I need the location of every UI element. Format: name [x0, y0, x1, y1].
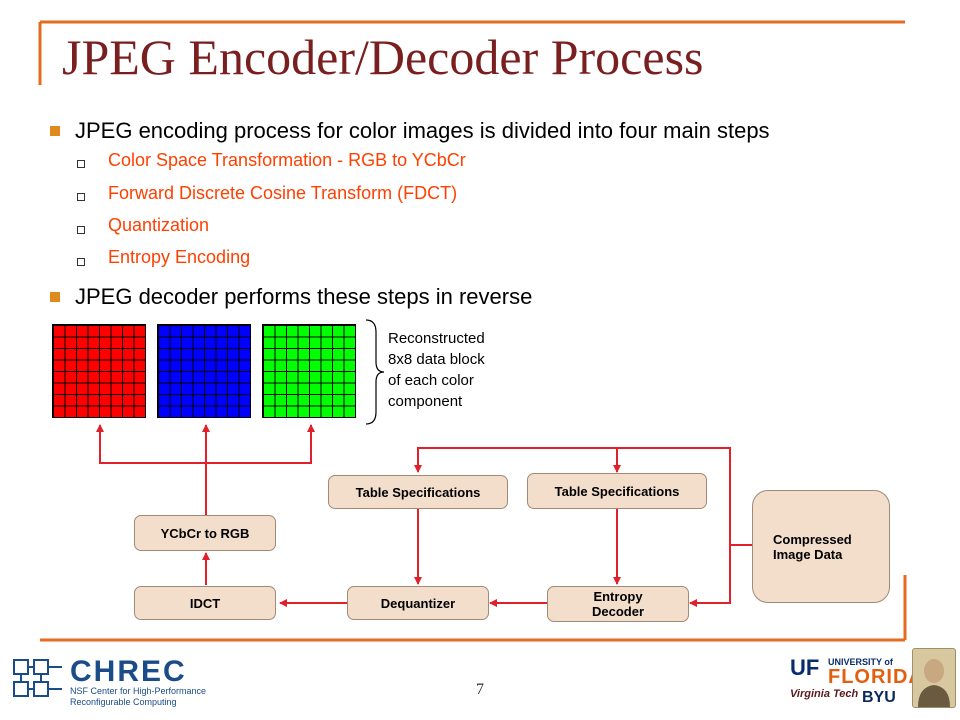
portrait-icon — [918, 659, 950, 707]
chrec-logo-icon — [13, 659, 62, 697]
compressed-image-data-box: Compressed Image Data — [752, 490, 890, 603]
ycbcr-to-rgb-box: YCbCr to RGB — [134, 515, 276, 551]
entropy-line-2: Decoder — [591, 604, 645, 619]
bullet-marker — [50, 126, 60, 136]
entropy-line-1: Entropy — [593, 589, 643, 604]
table-spec-box-1: Table Specifications — [328, 475, 508, 509]
virginia-tech-logo: Virginia Tech — [790, 688, 859, 700]
dequantizer-box: Dequantizer — [347, 586, 489, 620]
sub-bullet-4: Entropy Encoding — [108, 247, 251, 267]
sub-bullet-marker — [77, 160, 85, 168]
sub-bullet-1: Color Space Transformation - RGB to YCbC… — [108, 150, 466, 170]
reconstructed-line-1: Reconstructed — [388, 330, 485, 347]
green-component-grid — [262, 324, 356, 418]
chrec-subtitle-line-2: Reconfigurable Computing — [70, 697, 177, 707]
bullet-main-1: JPEG encoding process for color images i… — [75, 118, 770, 143]
sub-bullet-2: Forward Discrete Cosine Transform (FDCT) — [108, 183, 458, 203]
bullet-marker — [50, 292, 60, 302]
reconstructed-line-4: component — [388, 393, 463, 410]
compressed-line-1: Compressed — [773, 531, 852, 547]
bullet-main-2: JPEG decoder performs these steps in rev… — [75, 284, 533, 309]
chrec-wordmark: CHREC — [70, 655, 187, 688]
red-component-grid — [52, 324, 146, 418]
chrec-subtitle: NSF Center for High-Performance Reconfig… — [70, 686, 206, 708]
chrec-subtitle-line-1: NSF Center for High-Performance — [70, 686, 207, 696]
slide-title: JPEG Encoder/Decoder Process — [62, 29, 704, 85]
entropy-decoder-box: Entropy Decoder — [547, 586, 689, 622]
reconstructed-label: Reconstructed 8x8 data block of each col… — [388, 328, 485, 412]
sub-bullet-marker — [77, 193, 85, 201]
gwu-portrait-logo-icon — [912, 648, 956, 708]
reconstructed-line-2: 8x8 data block — [388, 351, 485, 368]
reconstructed-line-3: of each color — [388, 372, 474, 389]
compressed-line-2: Image Data — [773, 546, 843, 562]
page-number: 7 — [476, 681, 484, 698]
sub-bullet-marker — [77, 226, 85, 234]
table-spec-box-2: Table Specifications — [527, 473, 707, 509]
idct-box: IDCT — [134, 586, 276, 620]
brace — [365, 319, 385, 425]
uf-florida-wordmark: FLORIDA — [828, 666, 924, 688]
sub-bullet-marker — [77, 258, 85, 266]
blue-component-grid — [157, 324, 251, 418]
uf-university-of: UNIVERSITY of — [828, 657, 893, 667]
byu-logo: BYU — [862, 689, 896, 706]
uf-logo: UF — [790, 655, 820, 680]
sub-bullet-3: Quantization — [108, 215, 210, 235]
